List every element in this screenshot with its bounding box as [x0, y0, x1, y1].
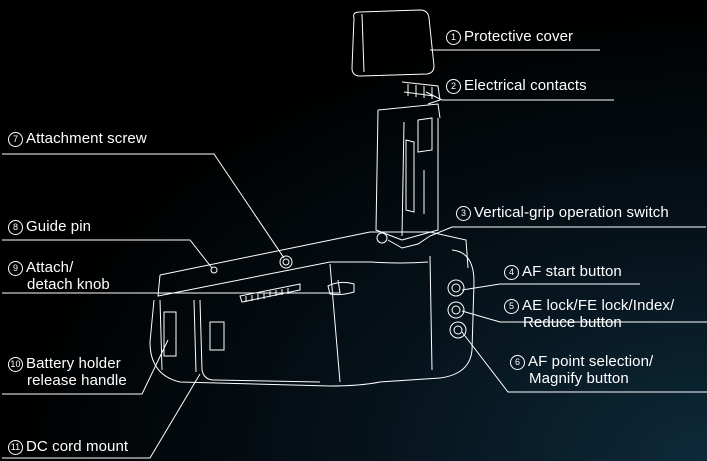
- grip-body-drawing: [149, 231, 475, 387]
- leader-8: [2, 239, 213, 269]
- protective-cover-drawing: [351, 9, 435, 77]
- leader-9: [2, 279, 341, 294]
- callout-text: Electrical contacts: [464, 77, 587, 94]
- callout-number: 11: [8, 440, 23, 455]
- callout-number: 8: [8, 220, 23, 235]
- callout-text: AF start button: [522, 263, 622, 280]
- callout-number: 10: [8, 357, 23, 372]
- leader-4: [461, 283, 640, 291]
- callout-text-line2: Reduce button: [523, 314, 622, 331]
- callout-number: 2: [446, 79, 461, 94]
- callout-number: 5: [504, 299, 519, 314]
- leader-10: [2, 339, 169, 395]
- callout-number: 9: [8, 261, 23, 276]
- callout-text: Battery holder: [26, 355, 121, 372]
- callout-text-line2: release handle: [27, 372, 127, 389]
- callout-text: Protective cover: [464, 28, 574, 45]
- callout-text: Attachment screw: [26, 130, 147, 147]
- leader-5: [461, 310, 707, 323]
- callout-text: AE lock/FE lock/Index/: [522, 297, 675, 314]
- callout-text: Vertical-grip operation switch: [474, 204, 669, 221]
- leader-6: [461, 331, 707, 393]
- leader-3: [429, 226, 706, 237]
- callout-number: 1: [446, 30, 461, 45]
- callout-text-line2: detach knob: [27, 276, 110, 293]
- callout-number: 4: [504, 265, 519, 280]
- leader-2: [425, 91, 614, 101]
- leader-11: [2, 373, 201, 459]
- callout-text: Guide pin: [26, 218, 92, 235]
- callout-text-line2: Magnify button: [529, 370, 629, 387]
- callout-text: DC cord mount: [26, 438, 129, 455]
- callout-number: 7: [8, 132, 23, 147]
- leader-lines: [2, 49, 707, 459]
- callout-text: Attach/: [26, 259, 74, 276]
- callout-number: 3: [456, 206, 471, 221]
- callout-text: AF point selection/: [528, 353, 654, 370]
- leader-7: [2, 153, 285, 259]
- callout-number: 6: [510, 355, 525, 370]
- contacts-column-drawing: [375, 81, 441, 241]
